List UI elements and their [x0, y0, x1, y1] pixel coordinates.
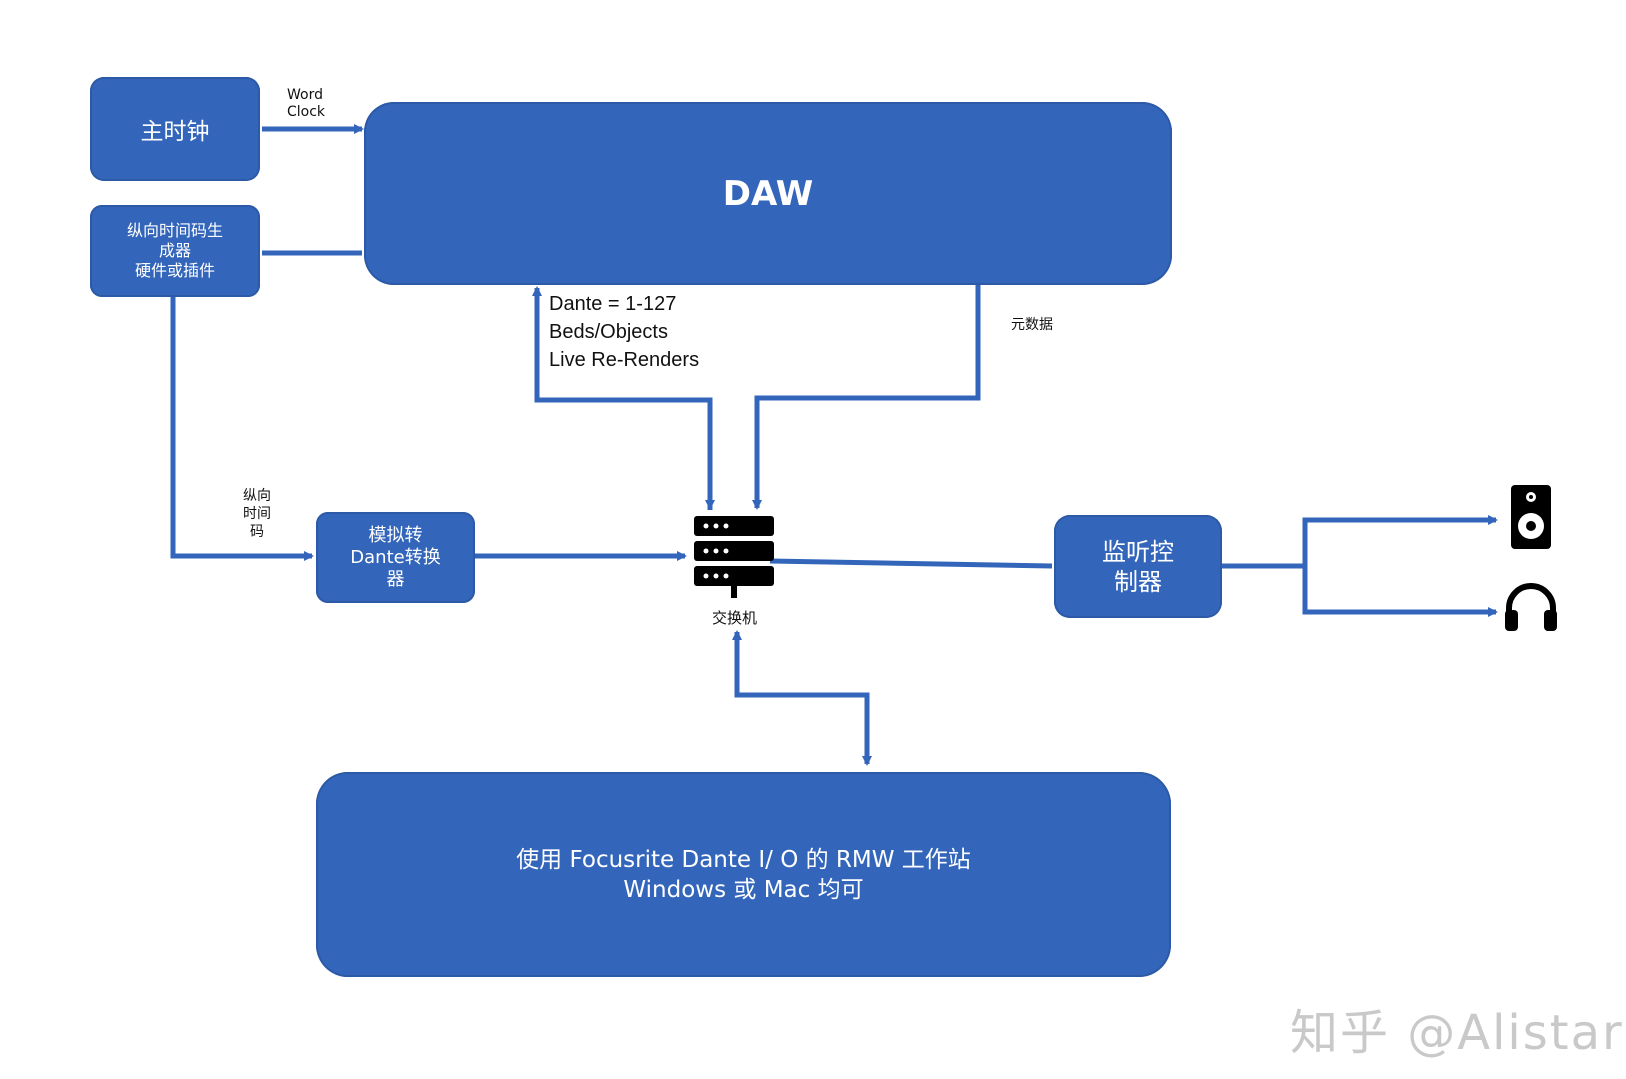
watermark: 知乎 @Alistar	[1290, 1005, 1624, 1061]
metadata-arrow	[752, 283, 981, 510]
dante-info-label-1: Dante = 1-127	[549, 293, 677, 315]
daw-label: DAW	[722, 173, 814, 214]
converter-label-2: Dante转换	[350, 546, 441, 568]
monitor-to-headphones-arrow	[1302, 566, 1498, 617]
ltc-to-converter-arrow	[170, 297, 314, 561]
master-clock-label: 主时钟	[140, 119, 210, 145]
switch-to-monitor-line	[769, 558, 1053, 569]
daw-box: DAW	[364, 102, 1172, 285]
headphones-icon	[1505, 583, 1557, 631]
dante-info-label-2: Beds/Objects	[549, 321, 668, 343]
ltc-generator-label-1: 纵向时间码生	[126, 221, 223, 240]
ltc-generator-box: 纵向时间码生 成器 硬件或插件	[90, 205, 260, 297]
converter-label-3: 器	[386, 568, 405, 590]
switch-label: 交换机	[712, 609, 758, 627]
converter-box: 模拟转 Dante转换 器	[316, 512, 475, 603]
monitor-to-speaker-arrow	[1222, 515, 1498, 569]
ltc-generator-label-3: 硬件或插件	[134, 261, 215, 280]
dante-info-label: Dante = 1-127 Beds/Objects Live Re-Rende…	[549, 290, 699, 374]
workstation-label-1: 使用 Focusrite Dante I/ O 的 RMW 工作站	[516, 846, 971, 873]
monitor-controller-box: 监听控 制器	[1054, 515, 1222, 618]
dante-info-label-3: Live Re-Renders	[549, 349, 700, 371]
ltc-label-1: 纵向	[243, 488, 271, 504]
ltc-label-3: 码	[250, 524, 264, 540]
word-clock-label: Word Clock	[287, 87, 325, 121]
ltc-label: 纵向 时间 码	[240, 487, 274, 541]
network-switch-icon	[694, 516, 774, 598]
monitor-controller-label-1: 监听控	[1102, 537, 1174, 566]
monitor-controller-label-2: 制器	[1114, 567, 1162, 596]
workstation-to-switch-arrow	[732, 630, 867, 698]
speaker-icon	[1511, 485, 1551, 549]
ltc-label-2: 时间	[243, 506, 271, 522]
master-clock-box: 主时钟	[90, 77, 260, 181]
workstation-label-2: Windows 或 Mac 均可	[623, 876, 864, 903]
switch-to-workstation-arrow	[734, 632, 872, 766]
workstation-box: 使用 Focusrite Dante I/ O 的 RMW 工作站 Window…	[316, 772, 1171, 977]
ltc-generator-label-2: 成器	[158, 241, 191, 260]
converter-label-1: 模拟转	[368, 524, 423, 546]
metadata-label: 元数据	[1011, 317, 1053, 333]
daw-to-switch-arrow	[537, 397, 715, 510]
word-clock-label-2: Clock	[287, 104, 326, 120]
word-clock-label-1: Word	[287, 87, 323, 103]
